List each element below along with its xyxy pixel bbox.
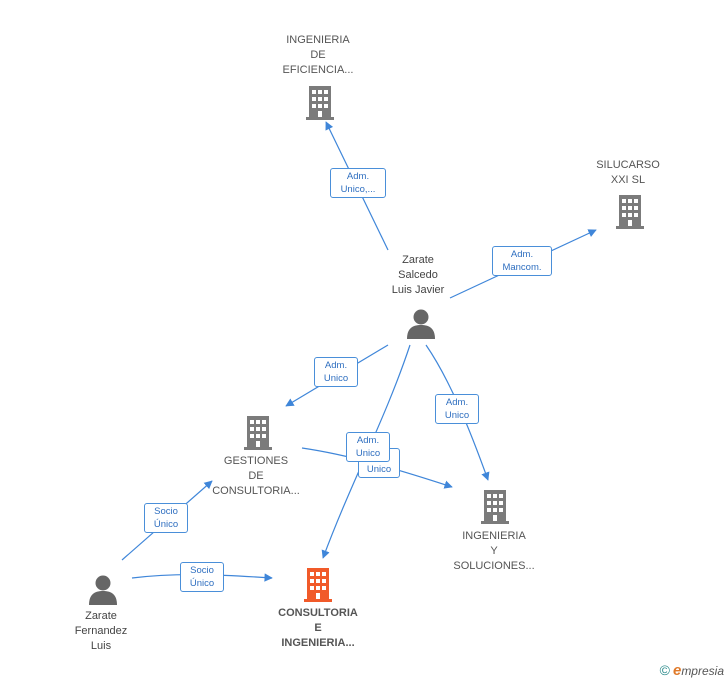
node-label-zarate-fernandez[interactable]: Zarate Fernandez Luis bbox=[74, 610, 128, 652]
edge-label-e4[interactable]: Adm. Unico bbox=[435, 394, 479, 424]
building-icon[interactable] bbox=[244, 416, 272, 450]
edge-label-e5[interactable]: Adm. Unico bbox=[346, 432, 390, 462]
building-icon[interactable] bbox=[481, 490, 509, 524]
edge-label-e1[interactable]: Adm. Unico,... bbox=[330, 168, 386, 198]
building-icon[interactable] bbox=[306, 86, 334, 120]
brand-logo: empresia bbox=[672, 662, 724, 679]
empresia-watermark: ©empresia bbox=[660, 662, 724, 679]
building-icon[interactable] bbox=[616, 195, 644, 229]
node-label-gestiones[interactable]: GESTIONES DE CONSULTORIA... bbox=[212, 455, 300, 497]
copyright-icon: © bbox=[659, 662, 670, 678]
edge-label-e8[interactable]: Socio Único bbox=[180, 562, 224, 592]
node-label-ing-eficiencia[interactable]: INGENIERIA DE EFICIENCIA... bbox=[282, 34, 354, 76]
person-icon[interactable] bbox=[407, 309, 435, 340]
node-label-consultoria[interactable]: CONSULTORIA E INGENIERIA... bbox=[278, 607, 358, 649]
node-label-zarate-salcedo[interactable]: Zarate Salcedo Luis Javier bbox=[391, 254, 445, 296]
node-label-silucarso[interactable]: SILUCARSO XXI SL bbox=[596, 159, 660, 186]
building-icon[interactable] bbox=[304, 568, 332, 602]
person-icon[interactable] bbox=[89, 575, 117, 606]
edge-label-e7[interactable]: Socio Único bbox=[144, 503, 188, 533]
edge-label-e2[interactable]: Adm. Mancom. bbox=[492, 246, 552, 276]
edge-label-e3[interactable]: Adm. Unico bbox=[314, 357, 358, 387]
node-label-ing-soluciones[interactable]: INGENIERIA Y SOLUCIONES... bbox=[453, 530, 535, 572]
